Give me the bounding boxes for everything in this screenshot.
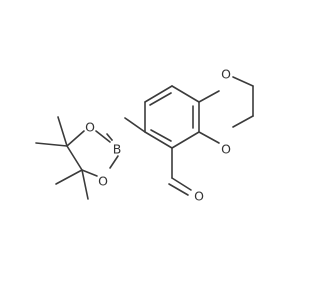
bond-ring-4 — [171, 131, 200, 149]
bond-aldehyde-o-2 — [168, 183, 189, 196]
bond-c-b — [124, 117, 146, 133]
bond-c-c-pin — [66, 145, 83, 171]
atom-b: B — [113, 142, 122, 157]
atom-o-pinacol-top: O — [85, 120, 95, 135]
bond-b-o2 — [109, 155, 119, 169]
molecule-structure: O O O B O O — [35, 67, 254, 204]
bond-methyl-1 — [57, 116, 68, 147]
atom-o-aldehyde: O — [194, 189, 204, 204]
bond-dioxane-1 — [198, 90, 220, 103]
bond-methyl-2 — [35, 142, 68, 147]
bond-dioxane-5 — [198, 131, 220, 144]
atom-o-top: O — [221, 67, 231, 82]
bond-o2-c — [81, 169, 98, 177]
bond-ring-1 — [144, 85, 173, 103]
bond-methyl-4 — [81, 169, 89, 200]
bond-dioxane-4 — [232, 115, 254, 128]
atom-o-bottom: O — [221, 142, 231, 157]
bond-b-o-top — [106, 133, 113, 141]
bond-aldehyde-o-1 — [171, 177, 192, 191]
bond-o1-c — [66, 130, 85, 147]
bond-methyl-3 — [55, 169, 83, 185]
atom-o-pinacol-bottom: O — [98, 174, 108, 189]
bond-b-o1 — [95, 130, 111, 143]
bond-dioxane-2 — [232, 76, 254, 87]
bond-ring-1-inner — [149, 92, 172, 106]
bond-ring-3-inner — [150, 129, 172, 142]
bond-ring-3 — [144, 131, 173, 149]
bond-ring-6 — [171, 85, 200, 103]
